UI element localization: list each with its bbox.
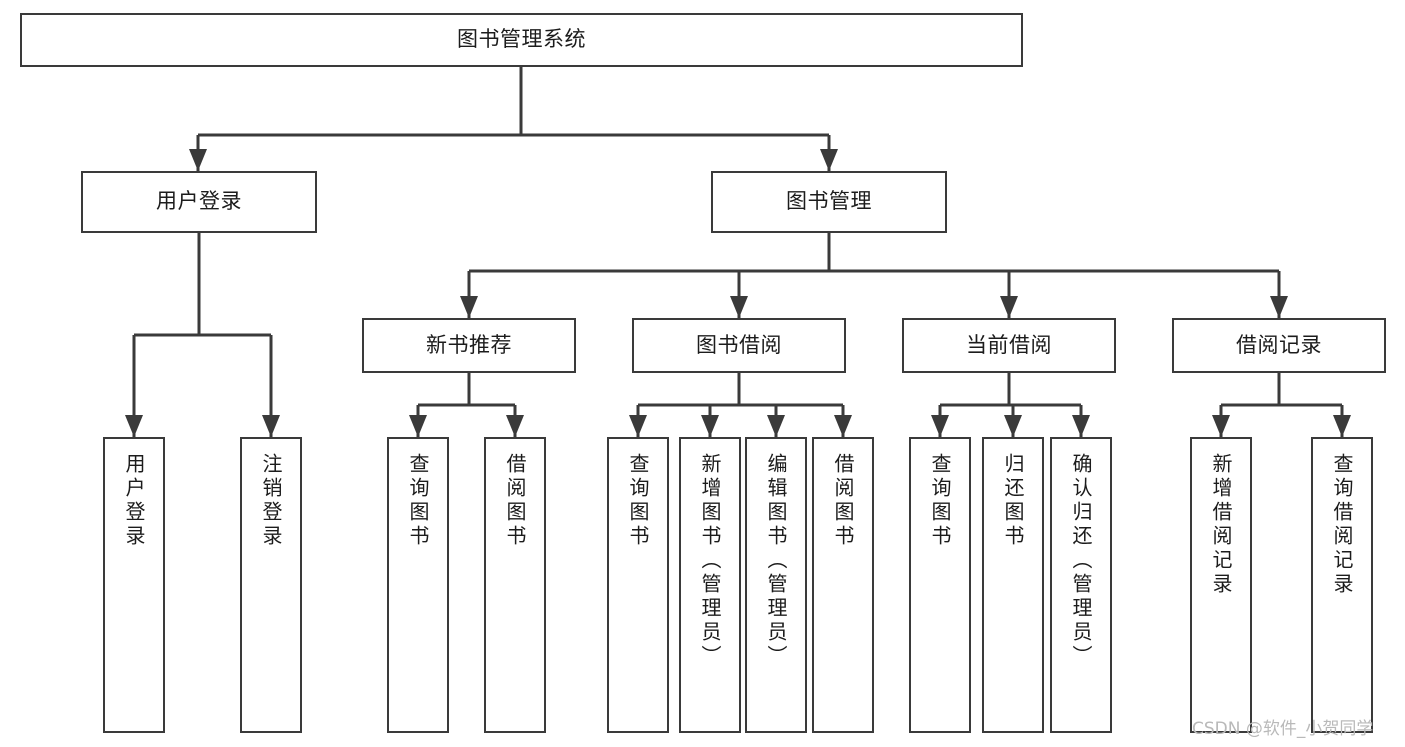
conn-user-login-split-arrowhead-1	[262, 415, 280, 437]
node-leaf-user-login[interactable]: 用户登录	[103, 437, 165, 733]
node-label-leaf-query-record: 查询借阅记录	[1330, 453, 1354, 597]
conn-book-borrow-split-arrowhead-3	[834, 415, 852, 437]
node-leaf-borrow-book-2[interactable]: 借阅图书	[812, 437, 874, 733]
node-leaf-add-record[interactable]: 新增借阅记录	[1190, 437, 1252, 733]
conn-new-book-split-arrowhead-1	[506, 415, 524, 437]
node-leaf-query-book-3[interactable]: 查询图书	[909, 437, 971, 733]
node-label-leaf-query-book-1: 查询图书	[406, 453, 430, 549]
node-label-leaf-add-book: 新增图书（管理员）	[698, 453, 722, 669]
conn-borrow-record-split-arrowhead-0	[1212, 415, 1230, 437]
conn-book-borrow-split-arrowhead-2	[767, 415, 785, 437]
node-label-new-book-recommend: 新书推荐	[426, 332, 512, 357]
conn-book-manage-split-arrowhead-0	[460, 296, 478, 318]
conn-root-split-arrowhead-1	[820, 149, 838, 171]
conn-root-split-arrowhead-0	[189, 149, 207, 171]
node-label-current-borrow: 当前借阅	[966, 332, 1052, 357]
node-book-borrow[interactable]: 图书借阅	[632, 318, 846, 373]
node-current-borrow[interactable]: 当前借阅	[902, 318, 1116, 373]
node-label-leaf-borrow-book-2: 借阅图书	[831, 453, 855, 549]
conn-book-manage-split-arrowhead-1	[730, 296, 748, 318]
node-label-leaf-edit-book: 编辑图书（管理员）	[764, 453, 788, 669]
node-label-leaf-logout: 注销登录	[259, 453, 283, 549]
node-leaf-confirm-return[interactable]: 确认归还（管理员）	[1050, 437, 1112, 733]
conn-book-borrow-split-arrowhead-0	[629, 415, 647, 437]
node-label-leaf-user-login: 用户登录	[122, 453, 146, 549]
node-label-leaf-borrow-book-1: 借阅图书	[503, 453, 527, 549]
conn-new-book-split-arrowhead-0	[409, 415, 427, 437]
node-label-user-login: 用户登录	[156, 189, 242, 214]
conn-current-borrow-split-arrowhead-1	[1004, 415, 1022, 437]
node-leaf-query-record[interactable]: 查询借阅记录	[1311, 437, 1373, 733]
node-leaf-borrow-book-1[interactable]: 借阅图书	[484, 437, 546, 733]
node-leaf-edit-book[interactable]: 编辑图书（管理员）	[745, 437, 807, 733]
node-book-manage[interactable]: 图书管理	[711, 171, 947, 233]
node-label-book-manage: 图书管理	[786, 189, 872, 214]
node-label-book-borrow: 图书借阅	[696, 332, 782, 357]
node-borrow-record[interactable]: 借阅记录	[1172, 318, 1386, 373]
node-label-leaf-query-book-3: 查询图书	[928, 453, 952, 549]
node-label-borrow-record: 借阅记录	[1236, 332, 1322, 357]
node-leaf-logout[interactable]: 注销登录	[240, 437, 302, 733]
node-leaf-query-book-2[interactable]: 查询图书	[607, 437, 669, 733]
conn-current-borrow-split-arrowhead-2	[1072, 415, 1090, 437]
node-user-login[interactable]: 用户登录	[81, 171, 317, 233]
node-label-leaf-confirm-return: 确认归还（管理员）	[1069, 453, 1093, 669]
conn-borrow-record-split-arrowhead-1	[1333, 415, 1351, 437]
node-label-leaf-query-book-2: 查询图书	[626, 453, 650, 549]
node-leaf-return-book[interactable]: 归还图书	[982, 437, 1044, 733]
conn-book-borrow-split-arrowhead-1	[701, 415, 719, 437]
conn-user-login-split-arrowhead-0	[125, 415, 143, 437]
conn-current-borrow-split-arrowhead-0	[931, 415, 949, 437]
node-new-book-recommend[interactable]: 新书推荐	[362, 318, 576, 373]
node-leaf-query-book-1[interactable]: 查询图书	[387, 437, 449, 733]
node-root[interactable]: 图书管理系统	[20, 13, 1023, 67]
node-label-leaf-add-record: 新增借阅记录	[1209, 453, 1233, 597]
node-label-root: 图书管理系统	[457, 27, 586, 52]
node-label-leaf-return-book: 归还图书	[1001, 453, 1025, 549]
conn-book-manage-split-arrowhead-3	[1270, 296, 1288, 318]
conn-book-manage-split-arrowhead-2	[1000, 296, 1018, 318]
node-leaf-add-book[interactable]: 新增图书（管理员）	[679, 437, 741, 733]
